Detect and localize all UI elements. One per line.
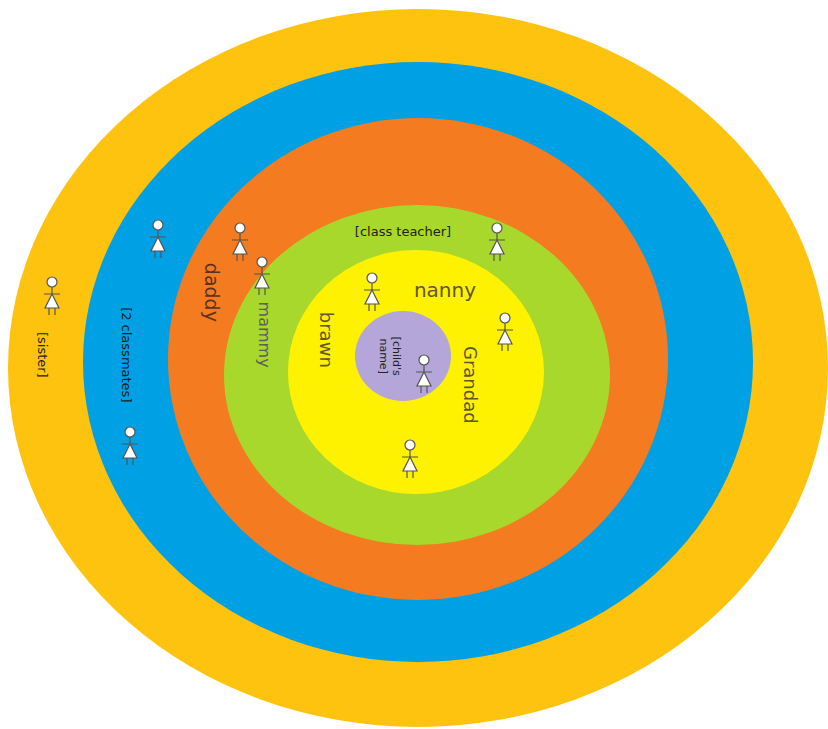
ring-band: [sister] [2 classmates] daddy mammy [class t… [8, 9, 828, 727]
ring-fill [224, 205, 610, 545]
ring-band: [2 classmates] daddy mammy [class teacher] n… [83, 62, 753, 662]
stick-figure [497, 313, 513, 351]
stick-figure [150, 220, 166, 258]
ring-fill [168, 118, 668, 600]
ring-fill [355, 311, 451, 401]
person-label: Grandad [459, 346, 481, 424]
person-label: [class teacher] [355, 224, 451, 240]
ring-band: mammy [class teacher] nanny brawnGrandad [ch… [224, 205, 610, 545]
person-label: brawn [315, 312, 337, 368]
person-label: [sister] [34, 332, 50, 378]
ring-band: [child's name] [355, 311, 451, 401]
ring-fill [83, 62, 753, 662]
stick-figure [232, 223, 248, 261]
ring-fill [8, 9, 828, 727]
stick-figure [416, 355, 432, 393]
ring-band: daddy mammy [class teacher] nanny brawnGrand… [168, 118, 668, 600]
ring-fill [288, 250, 544, 494]
stick-figure [364, 273, 380, 311]
person-label: [2 classmates] [119, 307, 135, 402]
stick-figure [44, 277, 60, 315]
person-label: daddy [201, 262, 224, 321]
stick-figure [254, 257, 270, 295]
ring-band: nanny brawnGrandad [child's name] [288, 250, 544, 494]
person-label: mammy [254, 302, 273, 368]
stick-figure [489, 223, 505, 261]
person-label: [child's name] [377, 325, 403, 387]
person-label: nanny [414, 278, 476, 302]
stick-figure [122, 427, 138, 465]
stick-figure [402, 440, 418, 478]
